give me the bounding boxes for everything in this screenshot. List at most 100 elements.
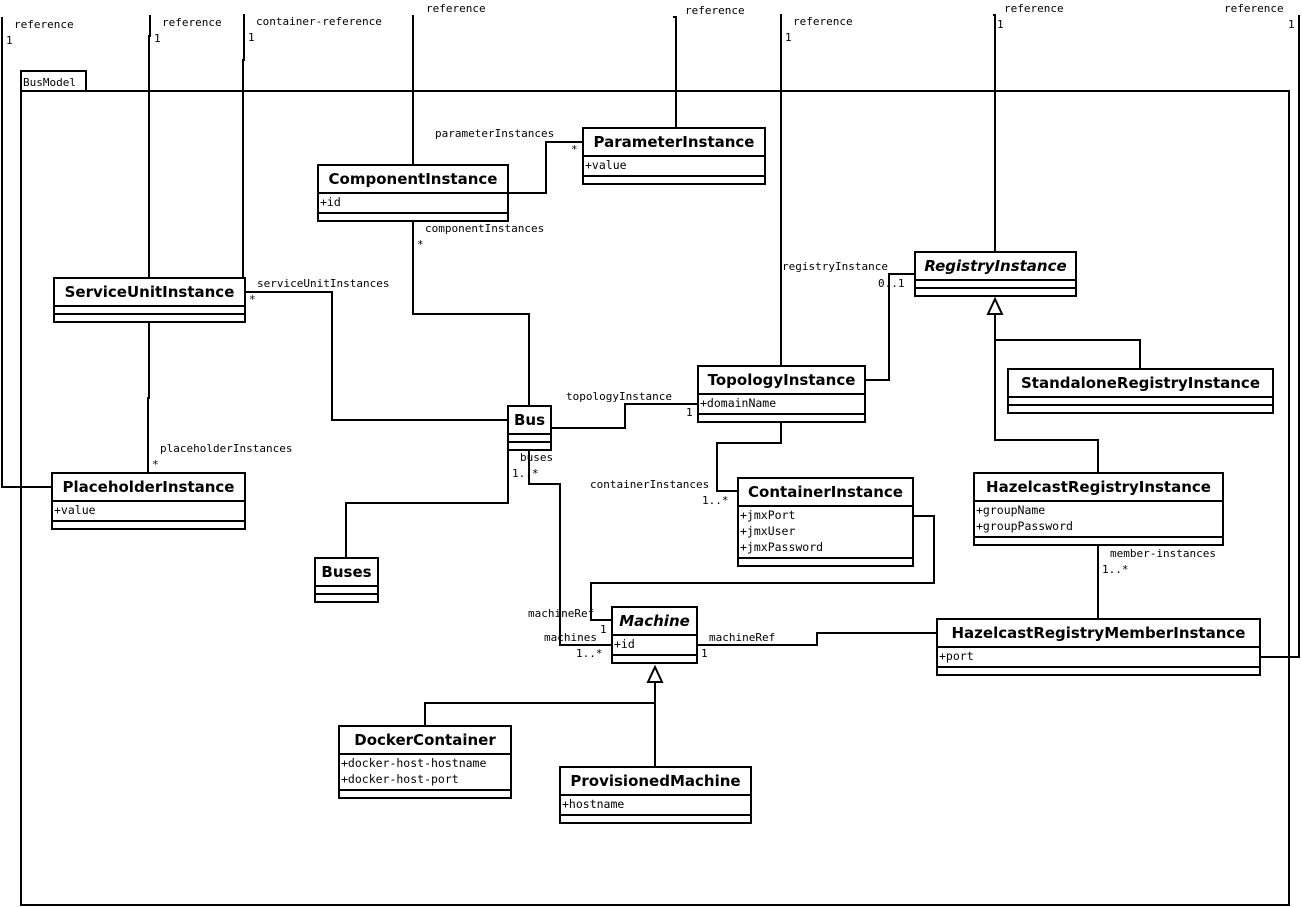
multiplicity-label: 1: [686, 406, 693, 419]
class-name: Machine: [619, 612, 690, 630]
class-buses[interactable]: Buses: [314, 557, 379, 603]
associations: [1, 14, 1300, 767]
class-machine[interactable]: Machine +id: [611, 606, 698, 664]
class-attribute: +id: [614, 637, 635, 651]
assoc-topology-instance[interactable]: [551, 403, 698, 429]
multiplicity-label: *: [417, 238, 424, 251]
class-provisioned[interactable]: ProvisionedMachine +hostname: [559, 766, 752, 824]
role-label: machines: [544, 631, 597, 644]
generalization-standalone[interactable]: [994, 314, 1141, 369]
class-parameter[interactable]: ParameterInstance +value: [582, 127, 766, 185]
generalization-arrow-registry: [986, 296, 1004, 315]
role-label: machineRef: [528, 607, 594, 620]
class-attribute: +value: [54, 503, 96, 517]
class-placeholder[interactable]: PlaceholderInstance +value: [51, 472, 246, 530]
assoc-ref7[interactable]: [993, 14, 996, 252]
role-label: placeholderInstances: [160, 442, 292, 455]
multiplicity-label: 1..*: [576, 647, 603, 660]
package-body: [20, 90, 1290, 906]
class-topology[interactable]: TopologyInstance+domainName: [697, 365, 866, 423]
class-name: ComponentInstance: [329, 170, 498, 188]
class-name: ContainerInstance: [748, 483, 903, 501]
multiplicity-label: 1: [1288, 18, 1295, 31]
multiplicity-label: 1..*: [1102, 563, 1129, 576]
class-attribute: +value: [585, 158, 627, 172]
assoc-bus-machines[interactable]: [528, 450, 612, 646]
class-standalone[interactable]: StandaloneRegistryInstance: [1007, 368, 1274, 414]
class-name: ServiceUnitInstance: [65, 283, 235, 301]
role-label: reference: [1004, 2, 1064, 15]
class-attribute: +groupName: [976, 503, 1045, 517]
role-label: parameterInstances: [435, 127, 554, 140]
multiplicity-label: *: [571, 143, 578, 156]
role-label: machineRef: [709, 631, 775, 644]
role-label: serviceUnitInstances: [257, 277, 389, 290]
multiplicity-label: *: [249, 293, 256, 306]
generalization-hazelcast[interactable]: [994, 340, 1099, 473]
class-box: [338, 725, 512, 799]
assoc-container-machineref[interactable]: [590, 515, 935, 621]
generalization-arrow-machine: [646, 664, 664, 683]
class-attribute: +docker-host-hostname: [341, 756, 486, 770]
role-label: topologyInstance: [566, 390, 672, 403]
multiplicity-label: 1..*: [512, 467, 539, 480]
assoc-placeholder-instances[interactable]: [147, 322, 150, 473]
assoc-ref5[interactable]: [673, 16, 677, 128]
class-name: StandaloneRegistryInstance: [1021, 374, 1260, 392]
package-busmodel[interactable]: BusModel: [20, 70, 1290, 906]
class-bus[interactable]: Bus: [507, 405, 552, 451]
multiplicity-label: 1: [6, 34, 13, 47]
class-box: [737, 477, 914, 567]
class-name: HazelcastRegistryMemberInstance: [952, 624, 1246, 642]
class-attribute: +jmxUser: [740, 524, 795, 538]
role-label: buses: [520, 451, 553, 464]
class-attribute: +id: [320, 195, 341, 209]
class-container[interactable]: ContainerInstance+jmxPort+jmxUser+jmxPas…: [737, 477, 914, 567]
class-member[interactable]: HazelcastRegistryMemberInstance +port: [936, 618, 1261, 676]
class-attribute: +hostname: [562, 797, 624, 811]
class-name: DockerContainer: [354, 731, 496, 749]
role-label: member-instances: [1110, 547, 1216, 560]
association-labels: reference 1 reference 1 container-refere…: [6, 2, 1295, 660]
class-name: ParameterInstance: [593, 133, 754, 151]
class-name: Bus: [514, 411, 545, 429]
multiplicity-label: *: [152, 458, 159, 471]
class-docker[interactable]: DockerContainer+docker-host-hostname+doc…: [338, 725, 512, 799]
class-name: Buses: [321, 563, 371, 581]
multiplicity-label: 1: [997, 18, 1004, 31]
multiplicity-label: 0..1: [878, 277, 905, 290]
assoc-ref1[interactable]: [1, 17, 52, 488]
multiplicity-label: 1: [600, 623, 607, 636]
class-attribute: +port: [939, 649, 974, 663]
class-component[interactable]: ComponentInstance +id: [317, 164, 509, 222]
assoc-parameter-instances[interactable]: [508, 141, 583, 194]
assoc-container-instances[interactable]: [716, 422, 782, 492]
multiplicity-label: 1: [248, 31, 255, 44]
class-serviceUnit[interactable]: ServiceUnitInstance: [53, 277, 246, 323]
class-attribute: +jmxPort: [740, 508, 795, 522]
package-name: BusModel: [23, 76, 76, 89]
role-label: reference: [426, 2, 486, 15]
generalization-docker[interactable]: [424, 683, 656, 726]
class-name: PlaceholderInstance: [63, 478, 235, 496]
multiplicity-label: 1..*: [702, 494, 729, 507]
assoc-ref2[interactable]: [148, 15, 151, 278]
class-hazelcast[interactable]: HazelcastRegistryInstance +groupName +grou…: [973, 472, 1224, 546]
class-attribute: +groupPassword: [976, 519, 1073, 533]
class-name: TopologyInstance: [708, 371, 856, 389]
class-name: ProvisionedMachine: [570, 772, 740, 790]
assoc-member-machineref[interactable]: [697, 632, 937, 646]
class-registry[interactable]: RegistryInstance: [914, 251, 1077, 297]
role-label: reference: [685, 4, 745, 17]
class-name: HazelcastRegistryInstance: [986, 478, 1211, 496]
role-label: componentInstances: [425, 222, 544, 235]
assoc-serviceunit-instances[interactable]: [245, 291, 508, 421]
classes: ParameterInstance+valueComponentInstance…: [51, 127, 1274, 824]
assoc-ref8[interactable]: [1260, 15, 1300, 658]
assoc-container-ref[interactable]: [242, 14, 245, 278]
assoc-registry-instance[interactable]: [865, 273, 915, 381]
assoc-buses-container[interactable]: [345, 440, 509, 558]
role-label: reference: [793, 15, 853, 28]
assoc-component-instances[interactable]: [412, 221, 530, 406]
